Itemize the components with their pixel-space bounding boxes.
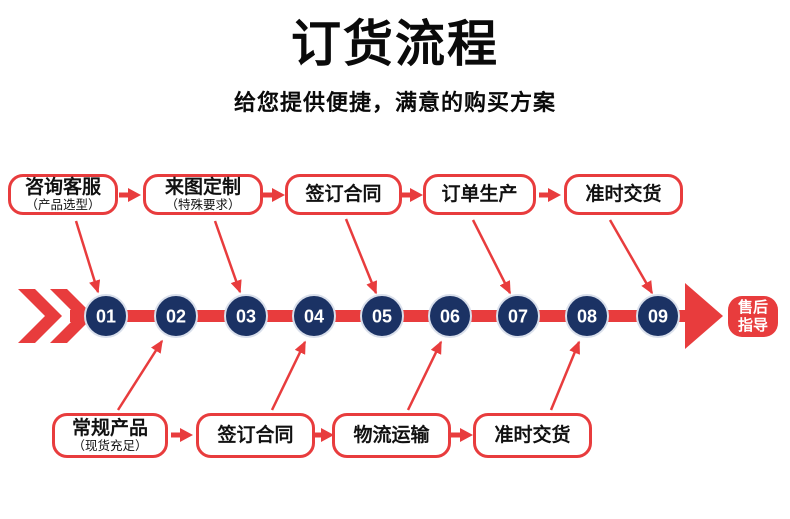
- connector-arrow: [213, 220, 242, 294]
- step-pill-sign-contract-bottom: 签订合同: [196, 413, 315, 458]
- after-sales-badge-line1: 售后: [737, 298, 768, 316]
- step-number: 01: [96, 307, 116, 327]
- pill-title: 订单生产: [441, 184, 518, 205]
- step-number: 02: [166, 307, 186, 327]
- step-circle: 01: [84, 294, 128, 338]
- step-circle: 06: [428, 294, 472, 338]
- step-pill-consult: 咨询客服 （产品选型）: [8, 174, 118, 215]
- step-number: 03: [236, 307, 256, 327]
- page-subtitle: 给您提供便捷，满意的购买方案: [233, 90, 556, 115]
- step-number: 05: [372, 307, 392, 327]
- pill-title: 来图定制: [164, 176, 241, 198]
- pill-title: 签订合同: [305, 184, 382, 205]
- pill-subtitle: （现货充足）: [72, 438, 148, 453]
- step-number: 07: [508, 307, 528, 327]
- step-number: 04: [304, 307, 324, 327]
- chevron-left-icon: [18, 289, 62, 343]
- step-pill-ontime-delivery-bottom: 准时交货: [473, 413, 592, 458]
- arrow-right-icon: [263, 188, 285, 202]
- connector-arrow: [344, 218, 378, 295]
- connector-arrow: [549, 340, 581, 411]
- arrow-right-icon: [312, 428, 334, 442]
- arrow-right-icon: [401, 188, 423, 202]
- step-circle: 09: [636, 294, 680, 338]
- arrow-right-icon: [451, 428, 473, 442]
- connector-arrow: [406, 340, 443, 411]
- step-number: 06: [440, 307, 460, 327]
- pill-title: 咨询客服: [24, 176, 101, 198]
- arrow-right-icon: [119, 188, 141, 202]
- step-circle: 05: [360, 294, 404, 338]
- pill-title: 准时交货: [494, 425, 571, 446]
- connector-arrow: [608, 219, 654, 295]
- connector-arrow: [74, 220, 101, 294]
- after-sales-badge: 售后 指导: [728, 296, 778, 337]
- pill-subtitle: （特殊要求）: [165, 197, 241, 212]
- pill-title: 常规产品: [71, 417, 148, 439]
- step-circle: 03: [224, 294, 268, 338]
- step-number: 08: [577, 307, 597, 327]
- pill-title: 签订合同: [217, 425, 294, 446]
- pill-title: 准时交货: [585, 184, 662, 205]
- pill-subtitle: （产品选型）: [25, 197, 101, 212]
- step-pill-sign-contract-top: 签订合同: [285, 174, 402, 215]
- step-circle: 04: [292, 294, 336, 338]
- step-pill-order-production: 订单生产: [423, 174, 536, 215]
- step-pill-ontime-delivery-top: 准时交货: [564, 174, 683, 215]
- arrow-right-icon: [539, 188, 561, 202]
- step-circle: 02: [154, 294, 198, 338]
- big-arrow-right-icon: [685, 283, 723, 349]
- connector-arrow: [471, 219, 512, 295]
- pill-title: 物流运输: [353, 425, 430, 446]
- page-title: 订货流程: [291, 16, 499, 72]
- arrow-right-icon: [171, 428, 193, 442]
- step-number: 09: [648, 307, 668, 327]
- step-circle: 07: [496, 294, 540, 338]
- step-pill-regular-product: 常规产品 （现货充足）: [52, 413, 168, 458]
- connector-arrow: [116, 339, 164, 411]
- after-sales-badge-line2: 指导: [737, 316, 768, 334]
- step-pill-custom-design: 来图定制 （特殊要求）: [143, 174, 263, 215]
- step-pill-logistics: 物流运输: [332, 413, 451, 458]
- step-circle: 08: [565, 294, 609, 338]
- connector-arrow: [270, 340, 307, 411]
